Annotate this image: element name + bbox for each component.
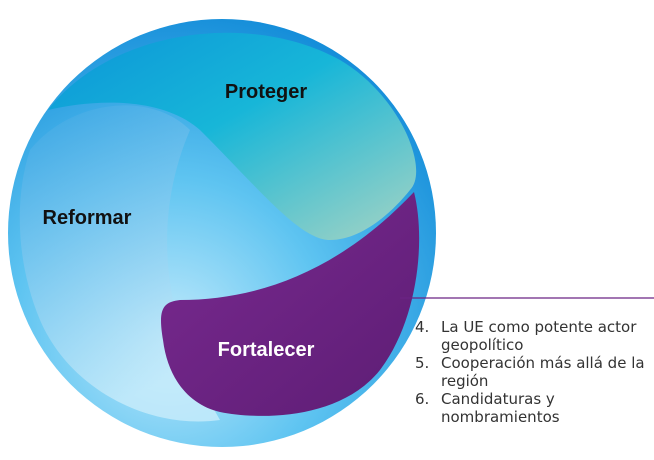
list-item: 5. Cooperación más allá de la región [415,354,650,390]
list-item-number: 5. [415,354,430,372]
list-item: 4. La UE como potente actor geopolítico [415,318,650,354]
proteger-label: Proteger [225,81,307,103]
fortalecer-label: Fortalecer [218,339,315,361]
list-item-text: Candidaturas y nombramientos [441,390,560,426]
list-item: 6. Candidaturas y nombramientos [415,390,650,426]
list-item-number: 6. [415,390,430,408]
list-item-text: La UE como potente actor geopolítico [441,318,637,354]
list-item-number: 4. [415,318,430,336]
proteger-segment [48,32,417,241]
reformar-label: Reformar [43,207,132,229]
fortalecer-segment [161,192,420,416]
list-item-text: Cooperación más allá de la región [441,354,645,390]
fortalecer-item-list: 4. La UE como potente actor geopolítico … [415,318,650,426]
